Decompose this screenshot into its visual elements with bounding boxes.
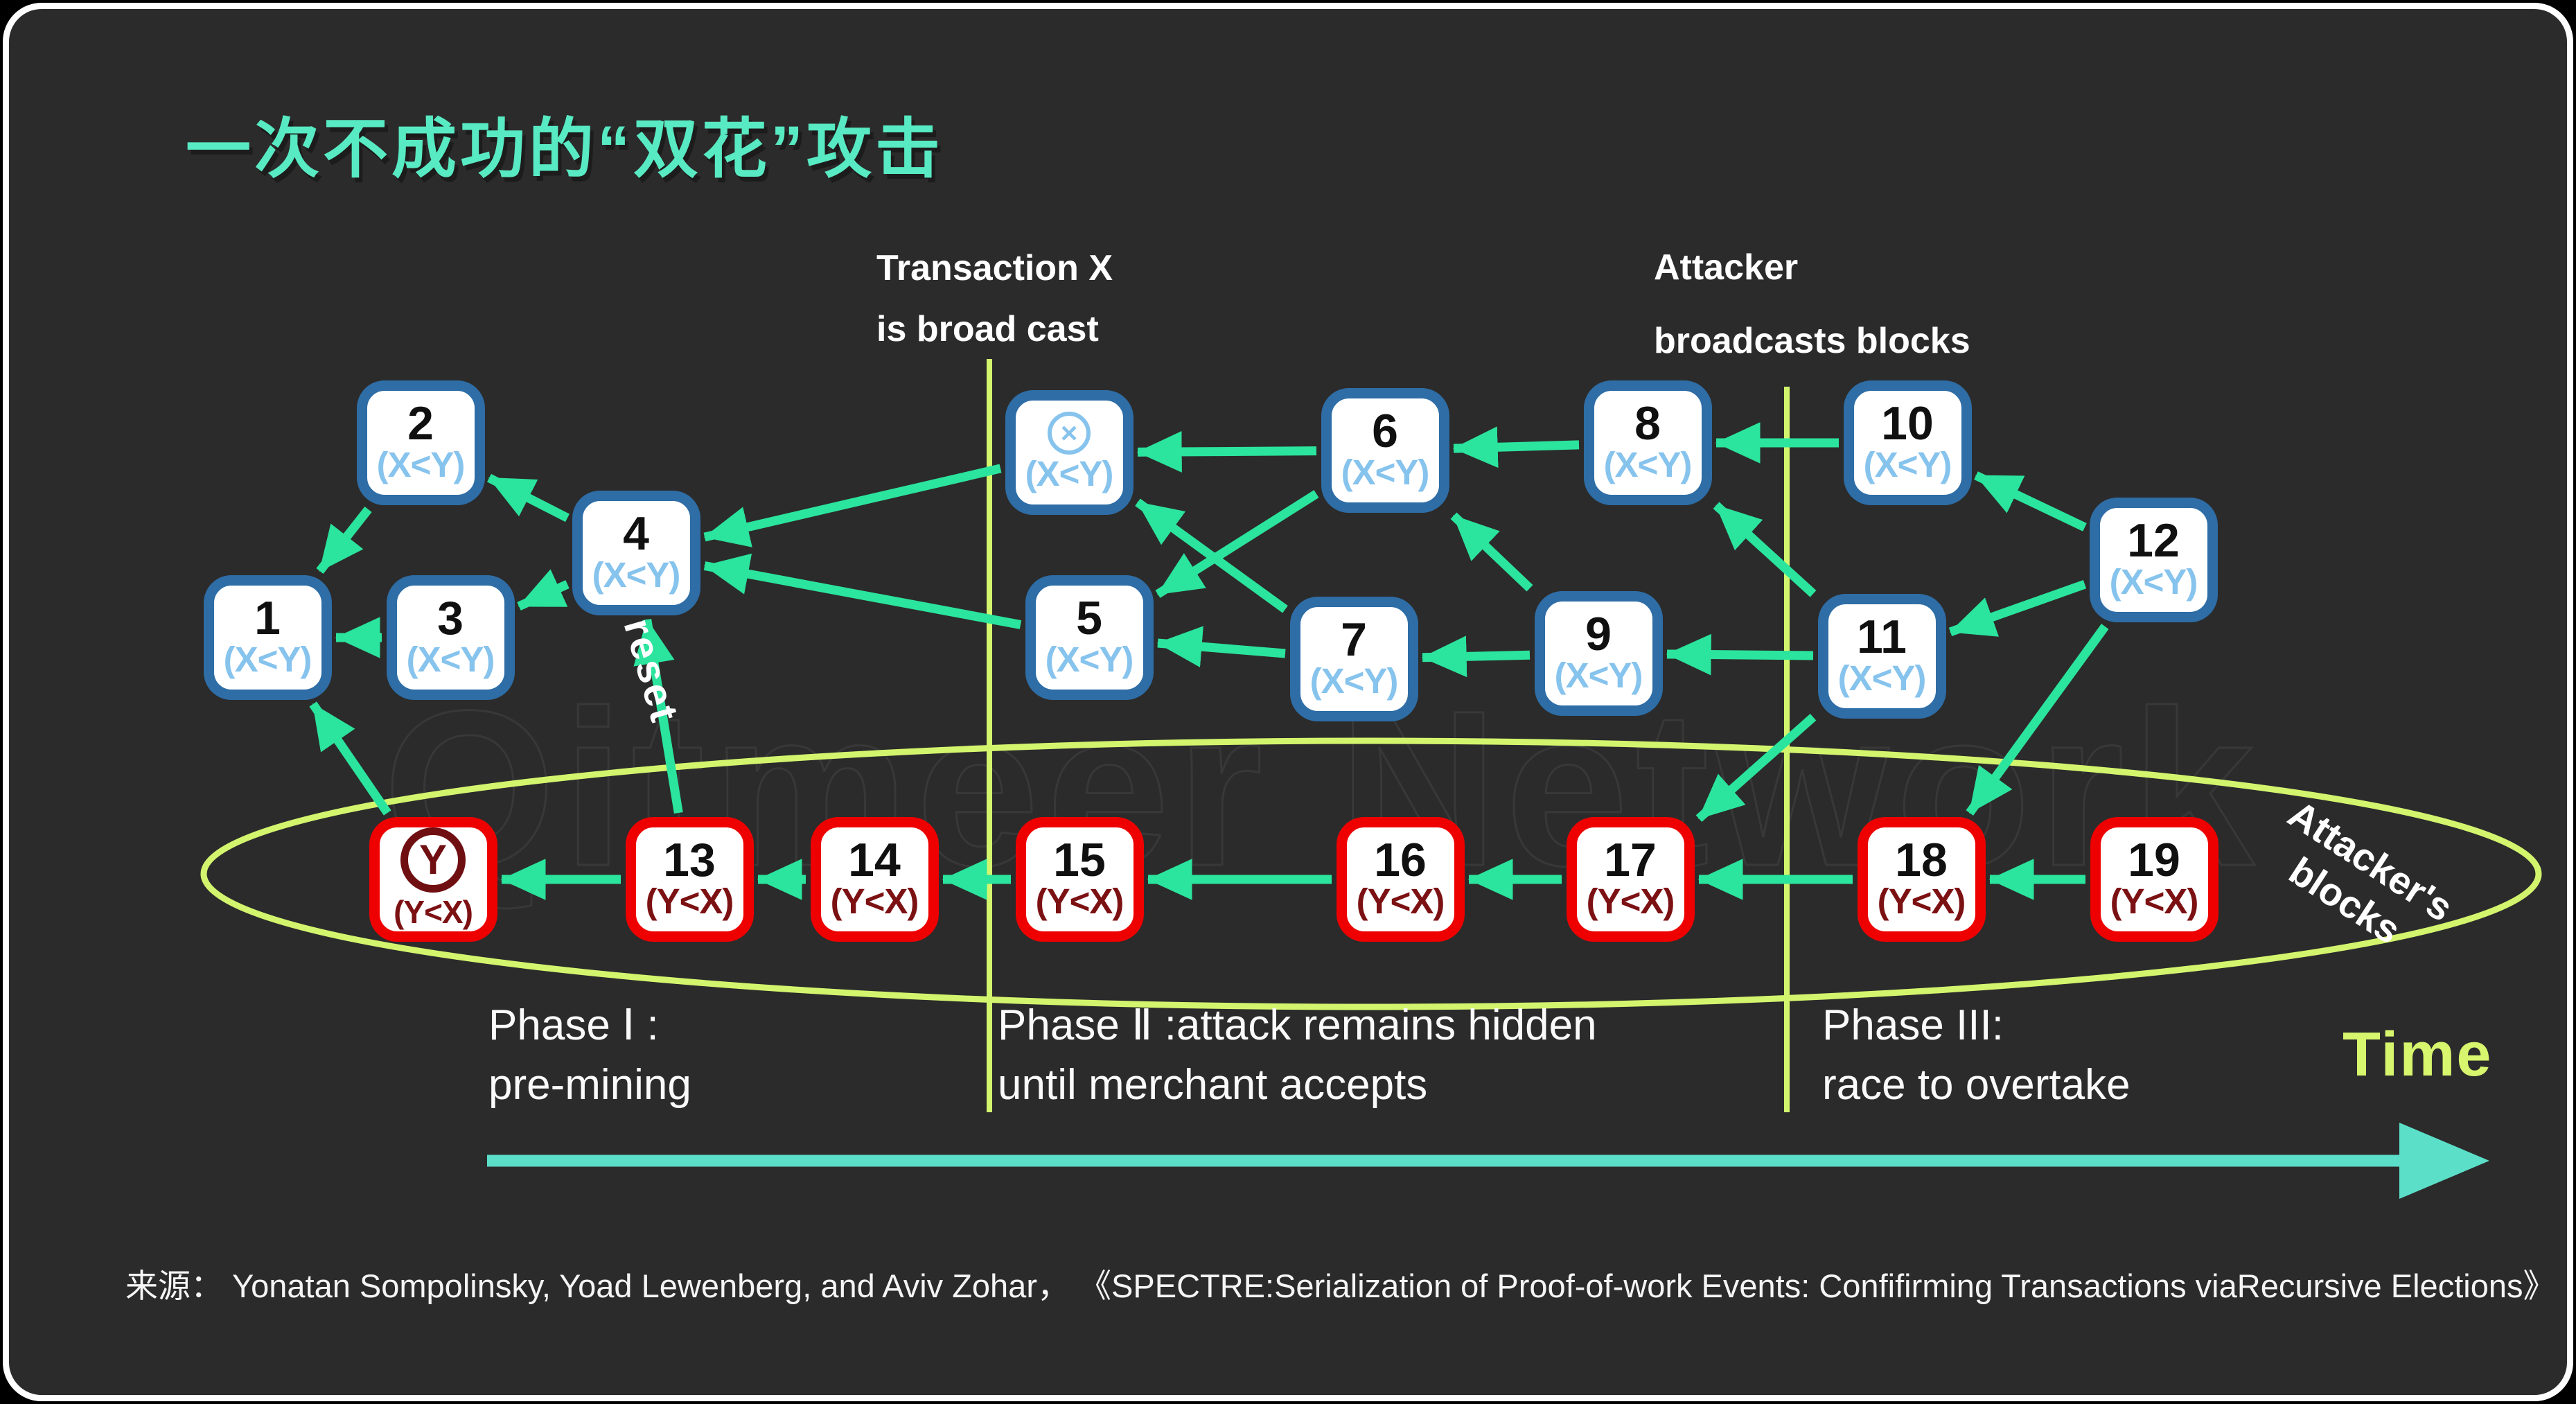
circled-x-icon: ×	[1048, 412, 1091, 455]
block-node-18: 18 (Y<X)	[1857, 817, 1986, 942]
edge-12-to-18	[1966, 624, 2109, 816]
block-number: ×	[1048, 412, 1091, 455]
edge-6-to-X	[1136, 431, 1317, 473]
block-number: 4	[623, 507, 649, 560]
block-node-5: 5 (X<Y)	[1025, 575, 1154, 700]
block-number: 6	[1372, 405, 1398, 457]
block-node-3: 3 (X<Y)	[386, 575, 515, 700]
block-vote-label: (X<Y)	[1341, 453, 1430, 492]
source-citation: 来源： Yonatan Sompolinsky, Yoad Lewenberg,…	[125, 1267, 2556, 1304]
dag-edges	[309, 422, 2109, 900]
transaction-x-label: Transaction X is broad cast	[876, 248, 1113, 349]
block-number: 3	[437, 592, 464, 644]
block-number: 7	[1341, 613, 1367, 666]
block-node-10: 10 (X<Y)	[1843, 380, 1972, 505]
block-vote-label: (X<Y)	[1863, 445, 1952, 484]
block-number: 16	[1374, 834, 1427, 886]
edge-4-to-3	[517, 569, 570, 611]
block-node-13: 13 (Y<X)	[625, 817, 754, 942]
attacker-broadcasts-label: Attacker broadcasts blocks	[1654, 247, 1970, 361]
block-number: 1	[254, 592, 281, 644]
block-node-16: 16 (Y<X)	[1336, 817, 1465, 942]
block-node-11: 11 (X<Y)	[1817, 594, 1946, 719]
block-number: 11	[1857, 611, 1907, 663]
time-arrow-head	[2399, 1123, 2489, 1199]
block-node-7: 7 (X<Y)	[1289, 597, 1418, 721]
block-node-X: × (X<Y)	[1005, 390, 1133, 515]
block-vote-label: (X<Y)	[592, 555, 681, 595]
edge-12-to-11	[1948, 579, 2087, 637]
block-number: 10	[1881, 397, 1934, 450]
block-number: 2	[407, 397, 434, 450]
edge-11-to-9	[1666, 633, 1814, 676]
edge-2-to-1	[316, 506, 372, 574]
block-number: 17	[1604, 834, 1657, 886]
edge-9-to-7	[1421, 635, 1530, 678]
edge-5-to-4	[703, 553, 1022, 629]
attacker-blocks-ellipse	[200, 737, 2542, 1010]
block-vote-label: (X<Y)	[223, 640, 312, 679]
block-vote-label: (X<Y)	[1603, 445, 1693, 484]
block-vote-label: (X<Y)	[376, 445, 466, 484]
time-axis-label: Time	[2343, 1020, 2493, 1089]
attacker-ellipse-and-phase-lines	[200, 359, 2542, 1112]
block-vote-label: (Y<X)	[1877, 881, 1966, 921]
block-node-4: 4 (X<Y)	[572, 491, 700, 615]
block-node-14: 14 (Y<X)	[810, 817, 939, 942]
block-number: 5	[1076, 592, 1102, 644]
block-vote-label: (Y<X)	[645, 881, 734, 921]
block-number: 18	[1895, 834, 1948, 886]
edge-6-to-5	[1155, 490, 1319, 598]
block-vote-label: (X<Y)	[1025, 454, 1114, 493]
block-number: 15	[1053, 834, 1106, 886]
block-node-19: 19 (Y<X)	[2090, 817, 2218, 942]
block-vote-label: (X<Y)	[406, 640, 495, 679]
block-number: 14	[848, 834, 901, 886]
edge-7-to-5	[1156, 626, 1286, 667]
block-number: 9	[1585, 608, 1612, 660]
edge-12-to-10	[1974, 471, 2087, 532]
block-node-15: 15 (Y<X)	[1015, 817, 1144, 942]
phase-2-label: Phase Ⅱ :attack remains hidden until mer…	[998, 1001, 1597, 1109]
block-number: 12	[2127, 514, 2180, 567]
edge-11-to-17	[1695, 713, 1817, 823]
block-node-2: 2 (X<Y)	[356, 380, 485, 505]
block-number: Y	[400, 827, 466, 893]
edge-Y-to-1	[309, 701, 391, 816]
block-vote-label: (Y<X)	[1356, 881, 1445, 921]
block-vote-label: (Y<X)	[1586, 881, 1675, 921]
block-node-9: 9 (X<Y)	[1534, 591, 1663, 716]
block-node-17: 17 (Y<X)	[1566, 817, 1695, 942]
block-vote-label: (X<Y)	[1837, 658, 1927, 698]
phase-1-label: Phase Ⅰ : pre-mining	[488, 1001, 691, 1109]
circled-y-icon: Y	[400, 827, 466, 893]
edge-13-to-4	[633, 618, 683, 814]
block-number: 8	[1634, 397, 1661, 450]
edge-X-to-4	[703, 464, 1002, 547]
block-vote-label: (Y<X)	[1035, 881, 1124, 921]
block-number: 13	[663, 834, 716, 886]
page-title: 一次不成功的“双花”攻击	[186, 112, 944, 185]
block-vote-label: (Y<X)	[394, 894, 473, 930]
block-node-1: 1 (X<Y)	[203, 575, 332, 700]
block-node-6: 6 (X<Y)	[1321, 388, 1449, 513]
edge-11-to-8	[1713, 502, 1817, 597]
edge-4-to-2	[487, 473, 570, 523]
diagram-canvas	[200, 359, 2542, 1199]
block-node-8: 8 (X<Y)	[1583, 380, 1712, 505]
block-vote-label: (X<Y)	[2109, 562, 2198, 602]
block-node-12: 12 (X<Y)	[2089, 498, 2218, 622]
block-node-Y: Y (Y<X)	[369, 817, 497, 942]
block-vote-label: (X<Y)	[1554, 656, 1643, 695]
block-vote-label: (X<Y)	[1309, 661, 1399, 701]
edge-8-to-6	[1452, 426, 1580, 468]
block-vote-label: (Y<X)	[830, 881, 919, 921]
block-number: 19	[2128, 834, 2180, 886]
edge-9-to-6	[1450, 512, 1533, 592]
block-vote-label: (Y<X)	[2110, 881, 2199, 921]
time-axis-arrow	[487, 1123, 2489, 1199]
diagram-panel: Qitmeer Network 一次不成功的“双花”攻击 Transaction…	[3, 3, 2573, 1401]
block-vote-label: (X<Y)	[1045, 640, 1134, 679]
phase-3-label: Phase III: race to overtake	[1822, 1001, 2131, 1109]
